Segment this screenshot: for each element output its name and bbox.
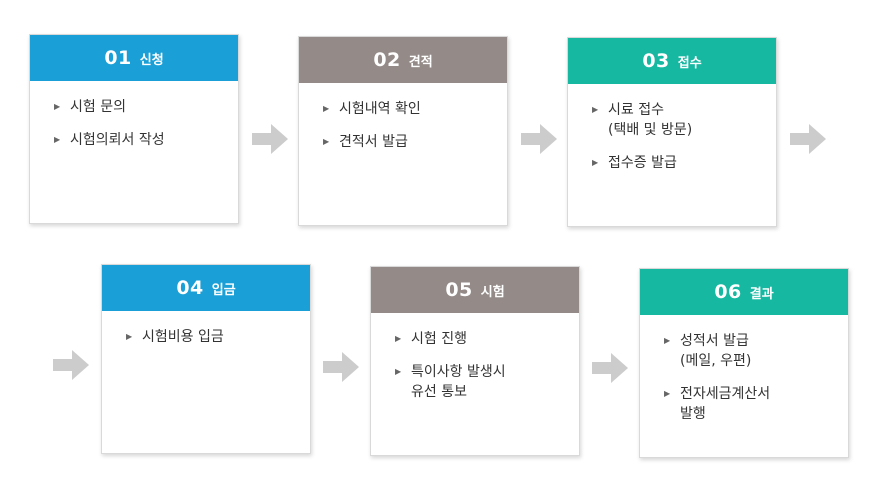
step-header-3: 03 접수 — [568, 38, 776, 84]
step-item-list: ▶ 시험 문의 ▶ 시험의뢰서 작성 — [30, 81, 238, 150]
step-item-list: ▶ 시험 진행 ▶ 특이사항 발생시 유선 통보 — [371, 313, 579, 402]
bullet-triangle-icon: ▶ — [664, 389, 671, 398]
step-item-list: ▶ 성적서 발급 (메일, 우편) ▶ 전자세금계산서 발행 — [640, 315, 848, 424]
step-item-text: 전자세금계산서 발행 — [680, 386, 771, 422]
step-title: 시험 — [480, 284, 505, 300]
step-number: 01 — [104, 47, 132, 69]
step-item-text: 특이사항 발생시 유선 통보 — [411, 364, 506, 400]
bullet-triangle-icon: ▶ — [126, 332, 133, 341]
bullet-triangle-icon: ▶ — [592, 158, 599, 167]
list-item: ▶ 성적서 발급 (메일, 우편) — [664, 331, 832, 371]
arrow-right-icon — [53, 350, 89, 380]
list-item: ▶ 견적서 발급 — [323, 132, 491, 152]
step-title: 입금 — [211, 282, 236, 298]
list-item: ▶ 시험비용 입금 — [126, 327, 294, 347]
list-item: ▶ 전자세금계산서 발행 — [664, 384, 832, 424]
bullet-triangle-icon: ▶ — [54, 135, 61, 144]
step-number: 06 — [714, 281, 742, 303]
step-card-1: 01 신청 ▶ 시험 문의 ▶ 시험의뢰서 작성 — [29, 34, 239, 224]
bullet-triangle-icon: ▶ — [395, 334, 402, 343]
bullet-triangle-icon: ▶ — [395, 367, 402, 376]
step-header-5: 05 시험 — [371, 267, 579, 313]
step-number: 05 — [445, 279, 473, 301]
step-number: 02 — [373, 49, 401, 71]
step-item-text: 시험내역 확인 — [339, 101, 421, 117]
list-item: ▶ 특이사항 발생시 유선 통보 — [395, 362, 563, 402]
step-card-4: 04 입금 ▶ 시험비용 입금 — [101, 264, 311, 454]
step-title: 결과 — [749, 286, 774, 302]
step-header-1: 01 신청 — [30, 35, 238, 81]
bullet-triangle-icon: ▶ — [54, 102, 61, 111]
step-header-6: 06 결과 — [640, 269, 848, 315]
step-item-text: 접수증 발급 — [608, 155, 677, 171]
step-number: 04 — [176, 277, 204, 299]
list-item: ▶ 시험 진행 — [395, 329, 563, 349]
arrow-right-icon — [790, 124, 826, 154]
step-title: 신청 — [139, 52, 164, 68]
step-item-text: 성적서 발급 (메일, 우편) — [680, 333, 752, 369]
list-item: ▶ 시험 문의 — [54, 97, 222, 117]
step-item-list: ▶ 시험내역 확인 ▶ 견적서 발급 — [299, 83, 507, 152]
step-item-text: 시험 문의 — [70, 99, 126, 115]
bullet-triangle-icon: ▶ — [592, 105, 599, 114]
step-item-text: 시료 접수 (택배 및 방문) — [608, 102, 693, 138]
bullet-triangle-icon: ▶ — [323, 137, 330, 146]
step-title: 접수 — [677, 55, 702, 71]
step-header-4: 04 입금 — [102, 265, 310, 311]
step-card-5: 05 시험 ▶ 시험 진행 ▶ 특이사항 발생시 유선 통보 — [370, 266, 580, 456]
step-item-text: 견적서 발급 — [339, 134, 408, 150]
list-item: ▶ 접수증 발급 — [592, 153, 760, 173]
step-item-list: ▶ 시료 접수 (택배 및 방문) ▶ 접수증 발급 — [568, 84, 776, 173]
step-item-text: 시험 진행 — [411, 331, 467, 347]
step-item-text: 시험비용 입금 — [142, 329, 224, 345]
arrow-right-icon — [323, 352, 359, 382]
step-card-2: 02 견적 ▶ 시험내역 확인 ▶ 견적서 발급 — [298, 36, 508, 226]
step-card-6: 06 결과 ▶ 성적서 발급 (메일, 우편) ▶ 전자세금계산서 발행 — [639, 268, 849, 458]
step-number: 03 — [642, 50, 670, 72]
list-item: ▶ 시료 접수 (택배 및 방문) — [592, 100, 760, 140]
step-header-2: 02 견적 — [299, 37, 507, 83]
step-title: 견적 — [408, 54, 433, 70]
step-item-text: 시험의뢰서 작성 — [70, 132, 165, 148]
step-card-3: 03 접수 ▶ 시료 접수 (택배 및 방문) ▶ 접수증 발급 — [567, 37, 777, 227]
arrow-right-icon — [252, 124, 288, 154]
list-item: ▶ 시험의뢰서 작성 — [54, 130, 222, 150]
bullet-triangle-icon: ▶ — [664, 336, 671, 345]
bullet-triangle-icon: ▶ — [323, 104, 330, 113]
step-item-list: ▶ 시험비용 입금 — [102, 311, 310, 347]
arrow-right-icon — [592, 353, 628, 383]
list-item: ▶ 시험내역 확인 — [323, 99, 491, 119]
arrow-right-icon — [521, 124, 557, 154]
